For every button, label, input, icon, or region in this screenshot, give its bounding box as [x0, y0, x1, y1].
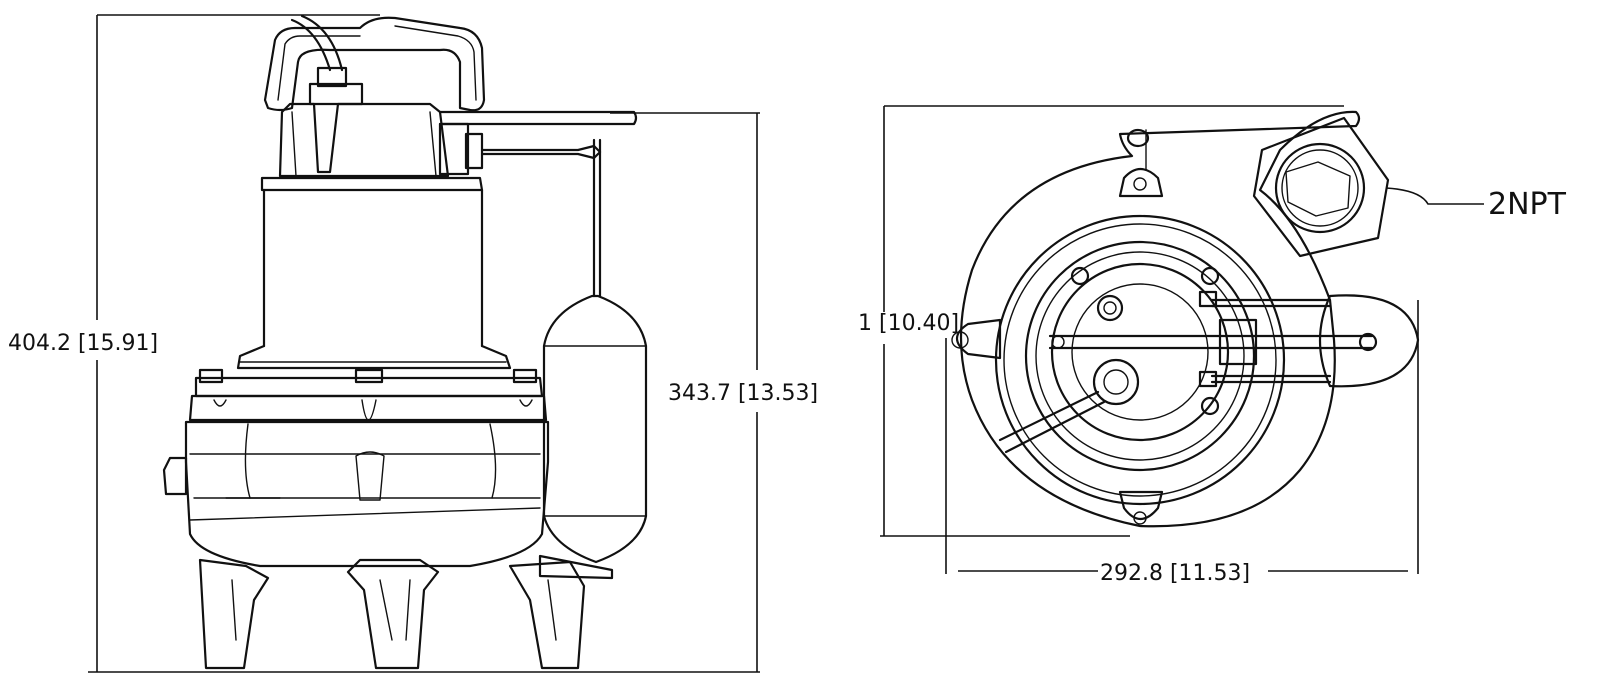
volute-body — [162, 420, 550, 568]
overall-height-dimension — [88, 14, 760, 673]
pump-side-view: 404.2 [15.91] 343.7 [13.53] — [8, 14, 818, 673]
depth-label: 1 [10.40] — [858, 311, 959, 336]
cord-grip — [308, 66, 364, 174]
mounting-lugs — [951, 167, 1164, 525]
motor-rings — [994, 214, 1286, 506]
width-label: 292.8 [11.53] — [1100, 561, 1250, 586]
motor-cap — [260, 102, 484, 192]
discharge-port — [1252, 116, 1484, 258]
pump-flange — [188, 368, 548, 422]
depth-dimension — [880, 105, 1344, 537]
pump-legs — [198, 554, 614, 670]
cord-outlet — [998, 358, 1140, 454]
carry-handle — [263, 16, 486, 112]
cap-bolts — [1070, 266, 1220, 416]
overall-height-label: 404.2 [15.91] — [8, 331, 158, 356]
switch-bracket-top — [1048, 290, 1420, 388]
float-switch-arm — [438, 110, 638, 176]
pump-top-view: 1 [10.40] 292.8 [11.53] 2NPT — [858, 105, 1567, 586]
discharge-label: 2NPT — [1488, 187, 1567, 222]
float-switch — [542, 138, 648, 564]
power-cord — [290, 14, 344, 72]
volute-outline — [959, 110, 1361, 528]
width-dimension — [945, 300, 1419, 574]
float-height-label: 343.7 [13.53] — [668, 381, 818, 406]
motor-housing — [236, 188, 512, 370]
